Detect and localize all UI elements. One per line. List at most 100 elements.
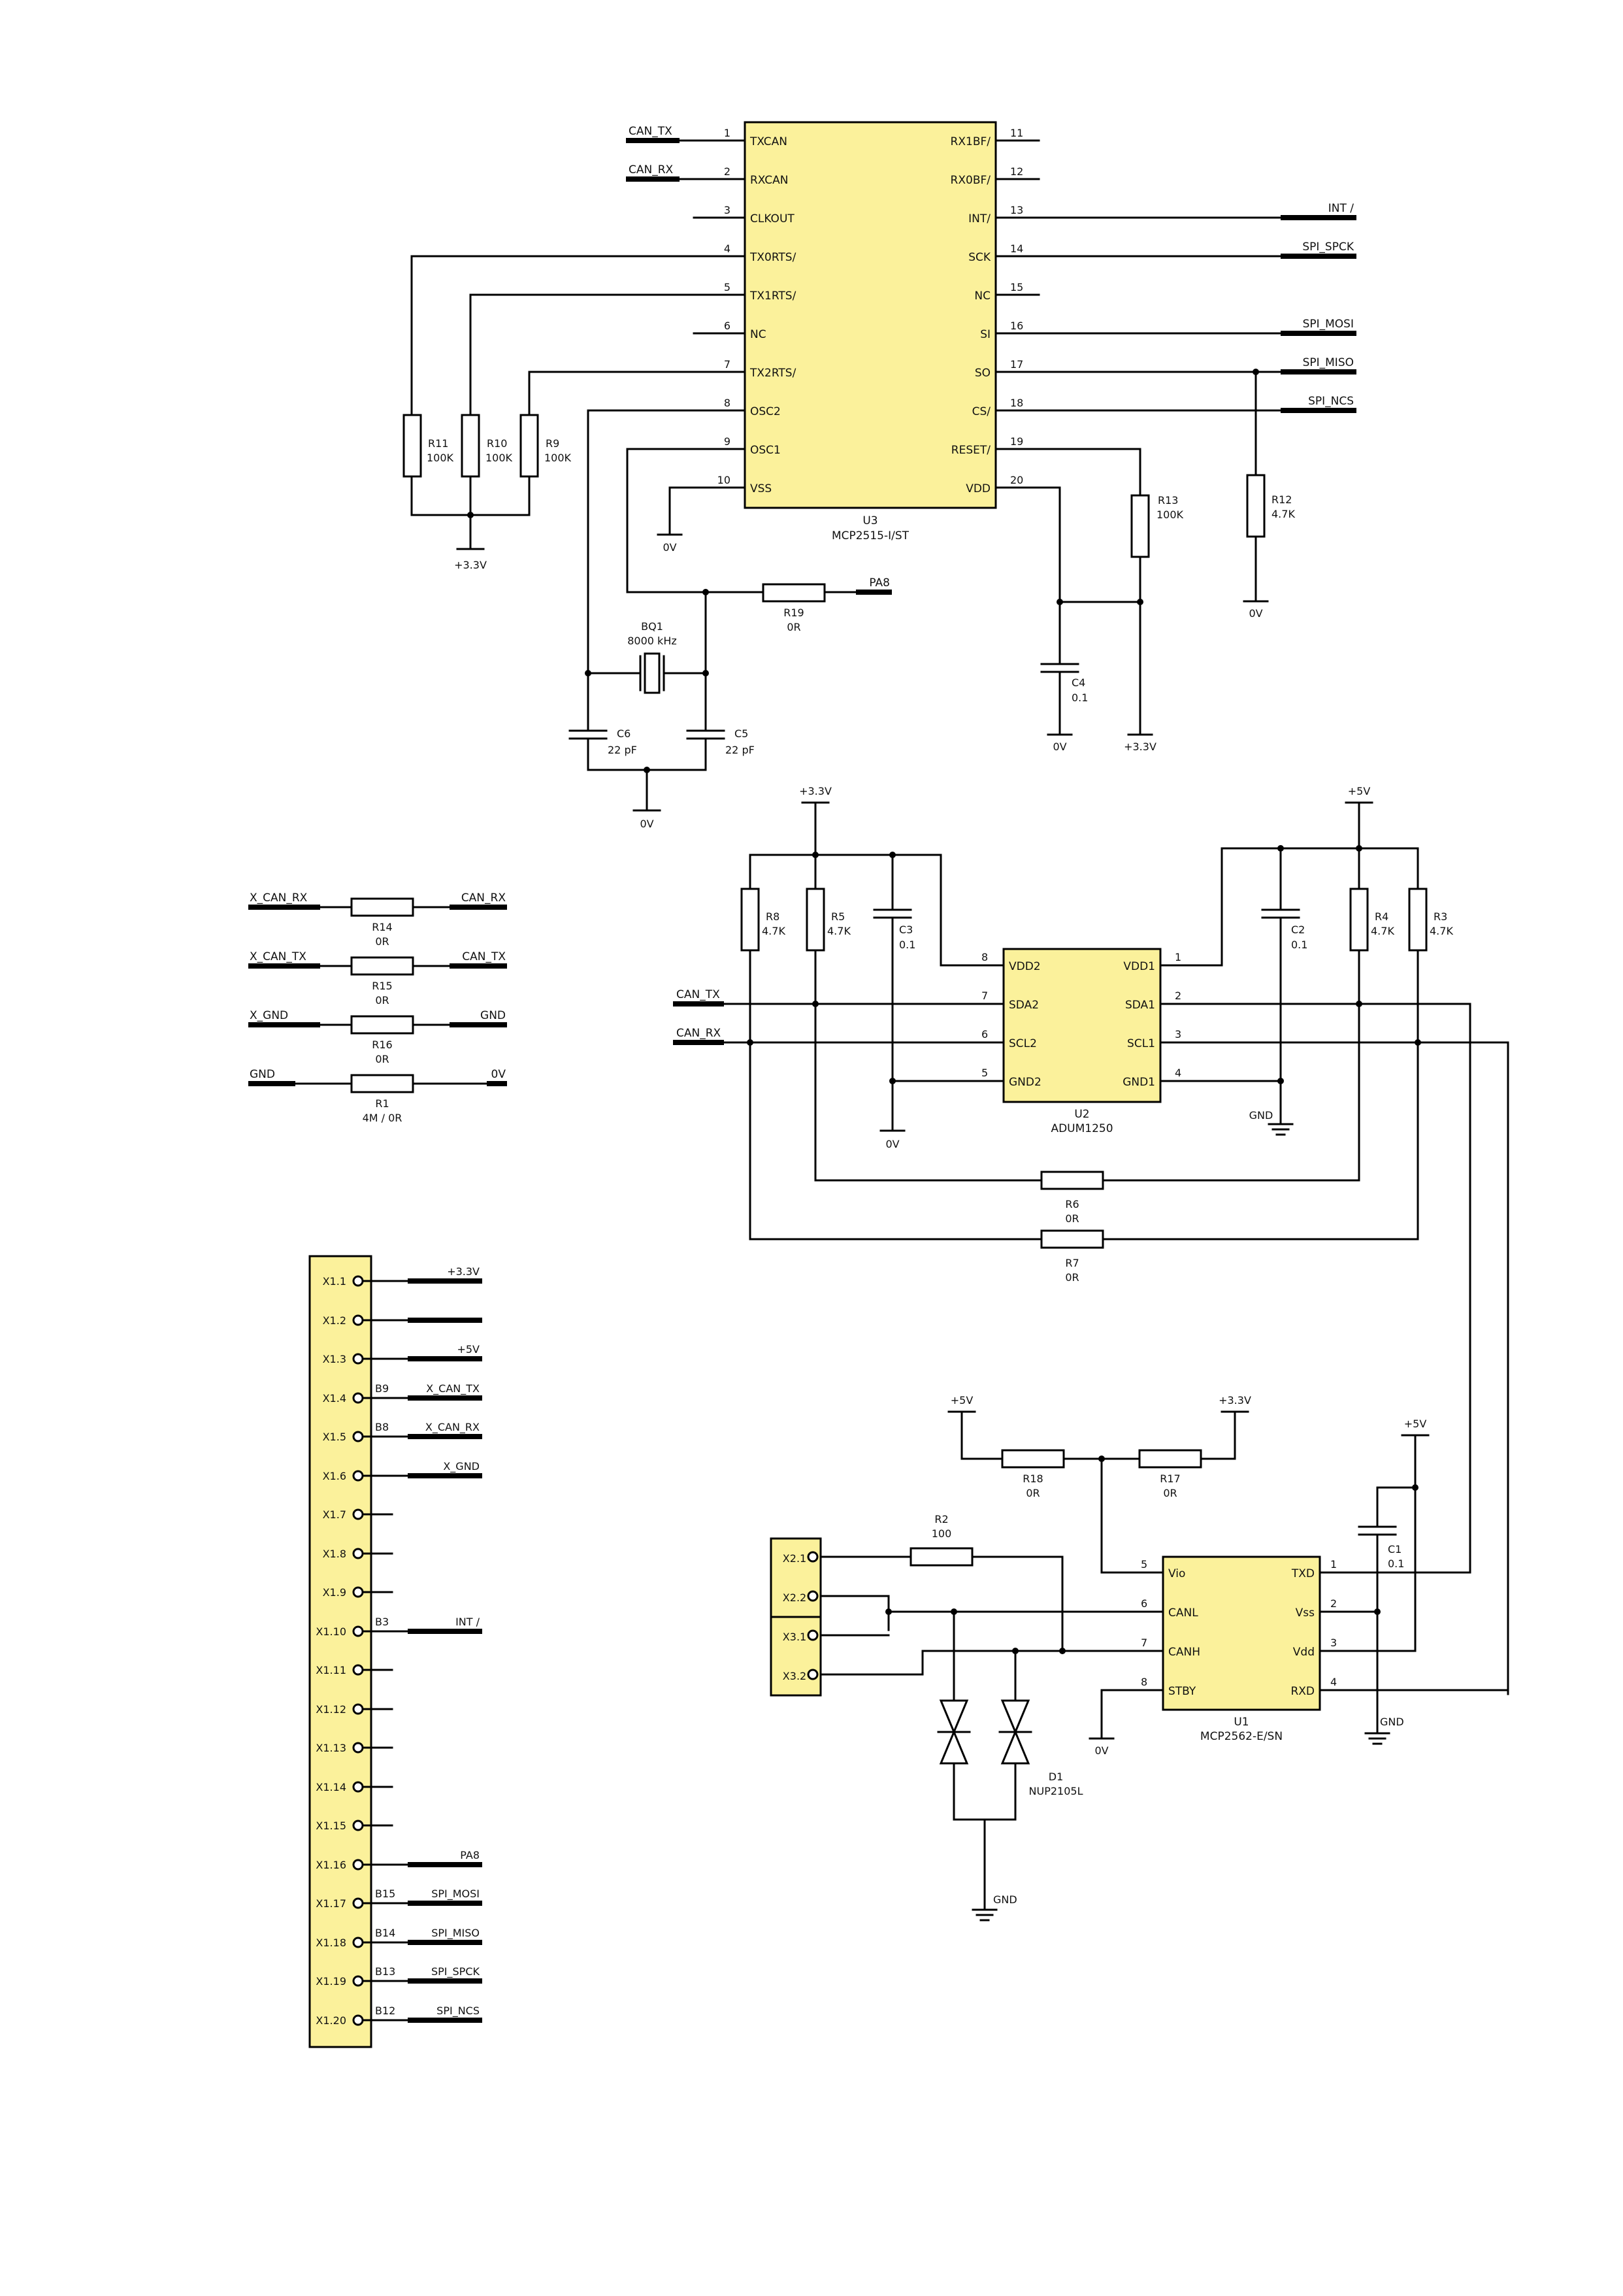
r10-value: 100K [485,452,513,464]
u2-pin-name: SDA2 [1009,999,1039,1012]
ground-label: 0V [885,1138,899,1150]
net-label: GND [250,1068,275,1081]
u1-pin-number: 8 [1141,1676,1147,1688]
u3-pin-number: 1 [724,127,730,139]
d1-ref: D1 [1049,1771,1064,1783]
u1-pin-name: STBY [1168,1685,1196,1698]
u3-pin-name: OSC2 [750,405,781,418]
u3-mcp2515: TXCAN RXCAN CLKOUT TX0RTS/ TX1RTS/ NC TX… [693,121,1040,542]
x1-port-label: B13 [375,1965,395,1978]
rts-pullups: R11 100K R10 100K R9 100K +3.3V [402,255,695,571]
net-label: SPI_SPCK [1302,241,1354,254]
u2-body [1002,948,1162,1103]
u3-pin-number: 19 [1010,435,1023,448]
x1-body [308,1255,372,2048]
r8-ref: R8 [766,910,779,923]
u3-pin-name: INT/ [968,212,991,225]
u3-vss-ground: 0V [657,486,695,554]
x1-net-label: SPI_SPCK [431,1965,480,1978]
r8-resistor [740,888,760,952]
r1-ref: R1 [375,1097,389,1110]
net-label: GND [480,1009,506,1022]
u3-body [744,121,997,509]
c5-ref: C5 [734,727,748,740]
net-label: SPI_MOSI [1303,318,1354,331]
u2-pin-number: 3 [1175,1028,1181,1040]
ground-label: GND [1380,1716,1404,1728]
u2-pin-name: SCL2 [1009,1037,1037,1050]
u3-pin-number: 12 [1010,165,1023,178]
u1-pin-number: 7 [1141,1637,1147,1649]
u3-pin-number: 8 [724,397,730,409]
u3-pin-number: 2 [724,165,730,178]
u3-pin-number: 16 [1010,320,1023,332]
u3-pin-number: 6 [724,320,730,332]
bq1-crystal [644,652,661,694]
ground-label: 0V [1094,1744,1108,1757]
x3-pin-1: X3.1 [783,1631,806,1643]
u2-pin-number: 2 [1175,990,1181,1002]
u1-pin-number: 6 [1141,1597,1147,1610]
u1-pin-number: 3 [1330,1637,1337,1649]
link-r16: X_GND GND R16 0R [248,1009,507,1065]
r18-value: 0R [1026,1487,1040,1499]
r3-ref: R3 [1434,910,1447,923]
u2-pin-name: GND1 [1123,1076,1155,1089]
r4-value: 4.7K [1371,925,1394,937]
u3-pin-name: RESET/ [951,444,991,457]
x3-pin-2: X3.2 [783,1670,806,1682]
x1-pin-label: X1.1 [323,1275,346,1288]
u3-pin-name: VDD [966,482,991,495]
r5-ref: R5 [831,910,845,923]
c1-ref: C1 [1388,1543,1402,1556]
x1-pin-label: X1.7 [323,1508,346,1521]
net-label-can-rx: CAN_RX [676,1027,721,1040]
x1-net-label: X_GND [443,1460,480,1473]
x1-pin-pad [352,1820,364,1831]
u2-pin-number: 1 [1175,951,1181,963]
x1-pin-label: X1.3 [323,1353,346,1365]
u3-right-pin-numbers: 11 12 13 14 15 16 17 18 19 20 [1010,127,1023,486]
x1-net-label: SPI_NCS [436,2005,480,2018]
x1-pin-pad [352,2014,364,2026]
r5-value: 4.7K [827,925,851,937]
net-label: 0V [491,1068,506,1081]
x1-pin-pad [352,1353,364,1365]
u3-pin-name: TXCAN [749,135,787,148]
r6-resistor [1040,1171,1104,1190]
x1-pin-pad [352,1548,364,1559]
c5-value: 22 pF [725,744,755,756]
x1-port-label: B12 [375,2005,395,2017]
u3-pin-number: 17 [1010,358,1023,371]
x1-net-label: SPI_MISO [431,1927,480,1940]
u3-pin-name: SCK [968,251,991,264]
x1-pin-pad [352,1742,364,1754]
u3-right-pin-names: RX1BF/ RX0BF/ INT/ SCK NC SI SO CS/ RESE… [951,135,991,495]
x1-pin-pad [352,1392,364,1404]
u3-pin-name: TX2RTS/ [749,367,796,380]
c1-value: 0.1 [1388,1557,1404,1570]
r11-resistor [402,414,422,478]
r9-resistor [519,414,539,478]
u1-pin-name: Vio [1168,1567,1185,1580]
r3-resistor [1408,888,1428,952]
net-label: X_GND [250,1009,288,1022]
u1-pin-number: 4 [1330,1676,1337,1688]
r12-value: 4.7K [1271,508,1295,520]
u3-pin-number: 14 [1010,242,1023,255]
u3-pin-number: 4 [724,242,730,255]
r7-ref: R7 [1065,1257,1079,1269]
c6-ref: C6 [617,727,631,740]
x1-pin-label: X1.17 [316,1897,346,1910]
rail-label: +3.3V [1219,1394,1251,1406]
x1-pin-label: X1.16 [316,1859,346,1871]
net-label: X_CAN_RX [250,891,308,905]
u1-pin-name: Vdd [1293,1646,1315,1659]
x1-net-label: +5V [457,1343,480,1356]
net-label: SPI_MISO [1303,356,1354,369]
r18-resistor [1001,1449,1065,1469]
u2-ref: U2 [1074,1108,1089,1121]
u3-value: MCP2515-I/ST [832,529,910,542]
u3-pin-name: TX0RTS/ [749,251,796,264]
